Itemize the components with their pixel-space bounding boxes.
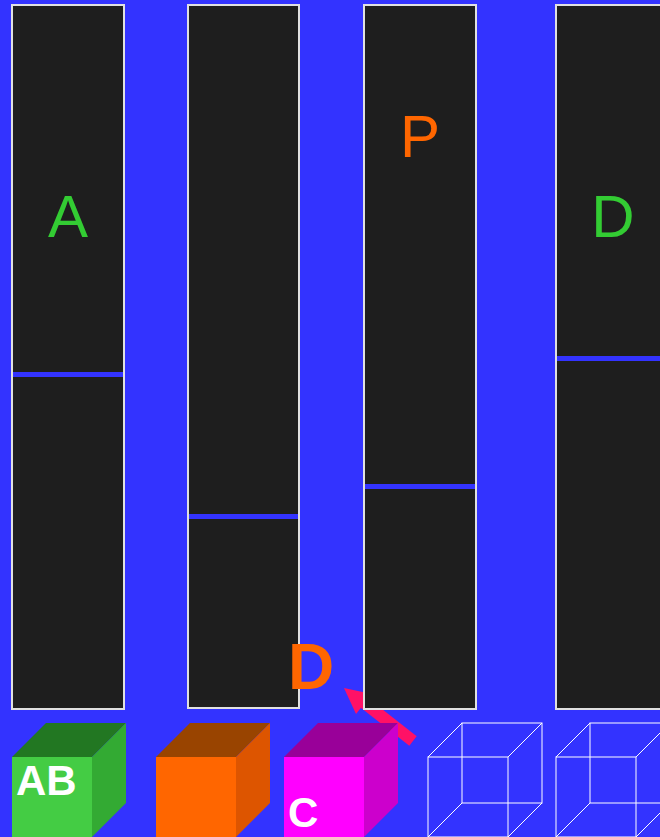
cube-letters: AB [16, 759, 77, 803]
level-line [557, 356, 660, 361]
tube-column: A [11, 4, 125, 710]
level-line [13, 372, 123, 377]
cube-side [92, 723, 126, 837]
cube-front [284, 757, 364, 837]
letter-cube: AB [12, 723, 126, 837]
orange-cube [156, 723, 270, 837]
tube-letter: D [557, 182, 660, 252]
cube-letters: C [288, 791, 318, 835]
floating-letter: D [288, 632, 334, 702]
cube-side [364, 723, 398, 837]
tube-letter: A [13, 182, 123, 252]
level-line [189, 514, 298, 519]
empty-column [188, 5, 299, 708]
tube-column: D [555, 4, 660, 710]
level-line [365, 484, 475, 489]
tube-column: P [363, 4, 477, 710]
wireframe-cube [428, 723, 542, 837]
cube-front [12, 757, 92, 837]
letter-cube: C [284, 723, 398, 837]
tube-letter: P [365, 102, 475, 172]
wireframe-cube [556, 723, 660, 837]
